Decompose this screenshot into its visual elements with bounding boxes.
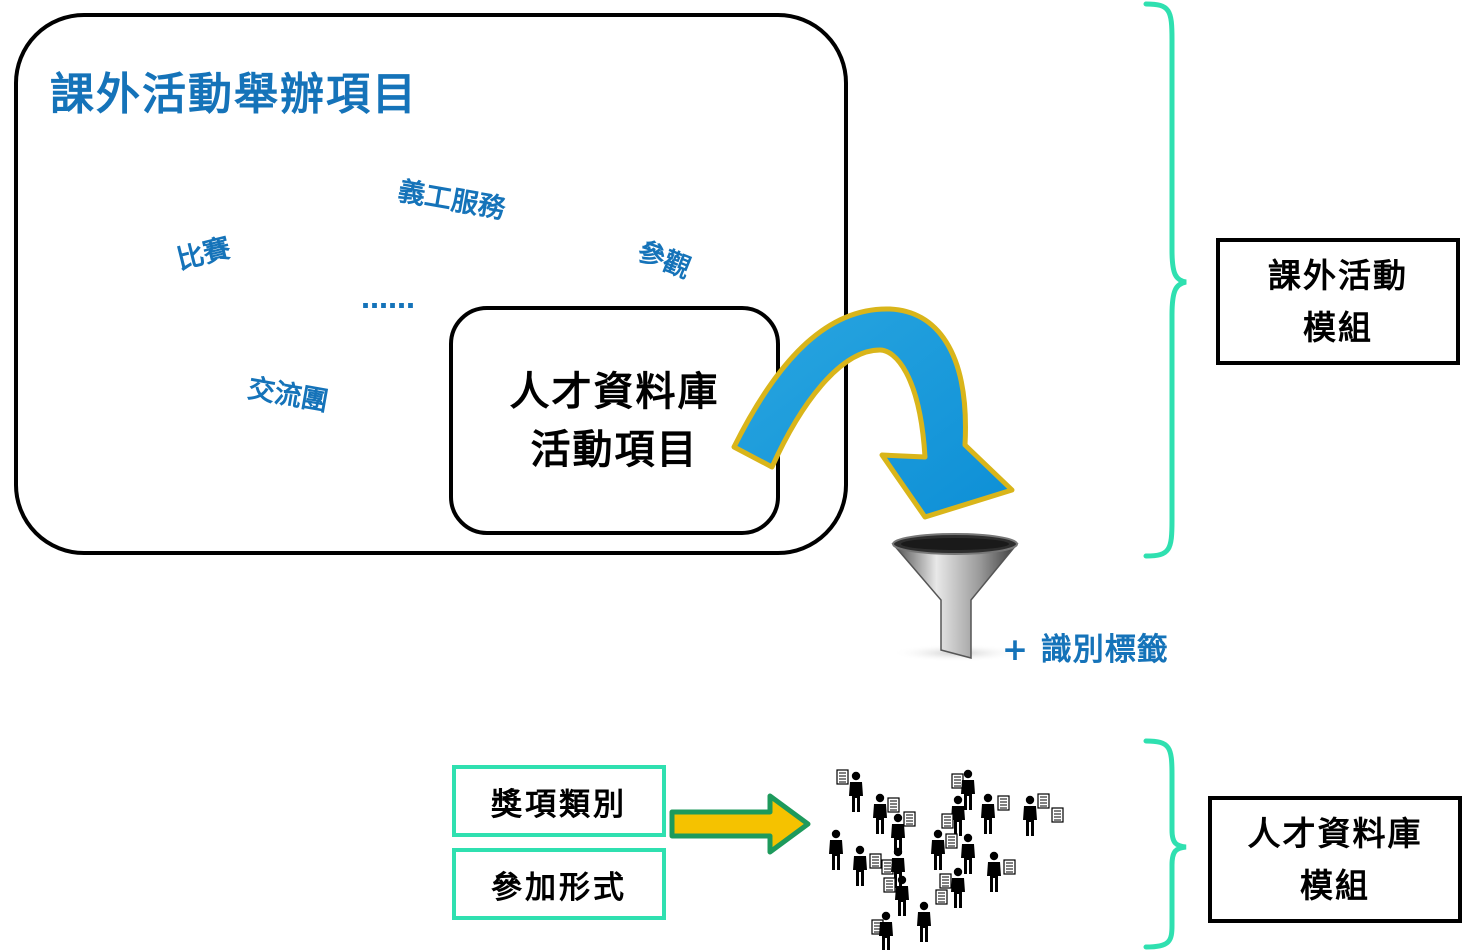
activity-module-bracket xyxy=(1143,1,1187,559)
talent-module-bracket xyxy=(1143,738,1187,950)
activity-module-line2: 模組 xyxy=(1303,307,1373,347)
right-arrow-icon xyxy=(669,793,811,855)
curved-arrow-icon xyxy=(731,306,1015,520)
talent-module-line2: 模組 xyxy=(1300,865,1370,905)
activity-items-title: 課外活動舉辦項目 xyxy=(50,69,418,120)
award-category-box: 獎項類別 xyxy=(452,765,666,837)
participation-form-label: 參加形式 xyxy=(491,869,627,906)
talent-module-line1: 人才資料庫 xyxy=(1247,813,1423,853)
award-category-label: 獎項類別 xyxy=(491,786,627,823)
talent-module-box: 人才資料庫 模組 xyxy=(1208,796,1462,923)
talent-db-activity-line1: 人才資料庫 xyxy=(509,368,720,415)
funnel-icon xyxy=(891,533,1022,662)
talent-db-activity-line2: 活動項目 xyxy=(530,426,699,473)
activity-items-box xyxy=(14,13,848,555)
example-ellipsis: …… xyxy=(361,284,415,315)
talent-db-activity-box: 人才資料庫 活動項目 xyxy=(449,306,780,535)
participation-form-box: 參加形式 xyxy=(452,848,666,920)
activity-module-line1: 課外活動 xyxy=(1268,255,1408,295)
identification-tag-label: + 識別標籤 xyxy=(1002,632,1169,668)
activity-module-box: 課外活動 模組 xyxy=(1216,238,1460,365)
people-crowd-icon xyxy=(829,769,1064,950)
